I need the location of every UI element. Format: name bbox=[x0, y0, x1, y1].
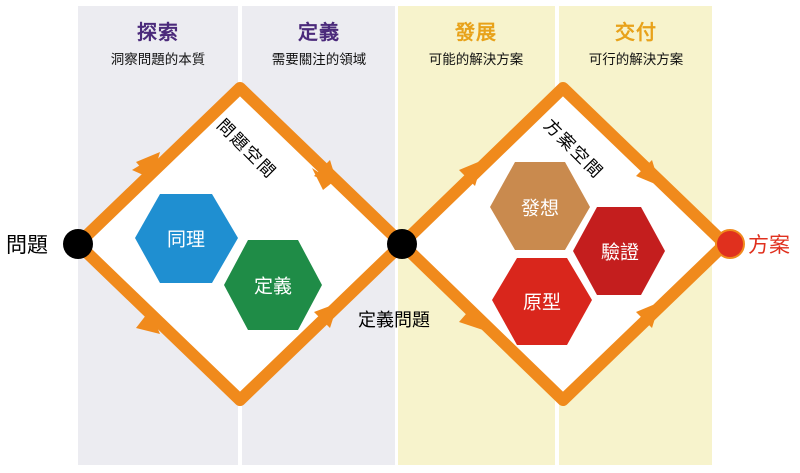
hexagon-label-ideate: 發想 bbox=[520, 197, 559, 220]
hexagon-label-define: 定義 bbox=[253, 275, 292, 298]
phase-title-define: 定義 bbox=[298, 20, 340, 44]
phase-subtitle-define: 需要關注的領域 bbox=[271, 52, 367, 68]
phase-subtitle-develop: 可能的解決方案 bbox=[428, 52, 524, 68]
end-node bbox=[715, 229, 745, 259]
hexagon-define bbox=[224, 240, 322, 330]
arrow-icon bbox=[314, 303, 338, 328]
end-label: 方案 bbox=[748, 233, 790, 257]
arrow-icon bbox=[636, 160, 660, 186]
arrow-icon bbox=[314, 160, 338, 186]
hexagon-test bbox=[573, 207, 665, 295]
hexagon-label-prototype: 原型 bbox=[522, 291, 561, 314]
arrow-icon bbox=[459, 160, 483, 186]
hexagon-ideate bbox=[490, 162, 590, 250]
phase-subtitle-deliver: 可行的解決方案 bbox=[588, 52, 684, 68]
start-label: 問題 bbox=[6, 233, 48, 257]
start-node bbox=[63, 229, 93, 259]
middle-node bbox=[387, 229, 417, 259]
arrow-icon bbox=[136, 310, 160, 334]
phase-title-develop: 發展 bbox=[455, 20, 497, 44]
phase-subtitle-explore: 洞察問題的本質 bbox=[110, 52, 206, 68]
hexagon-label-test: 驗證 bbox=[600, 241, 639, 264]
phase-title-deliver: 交付 bbox=[615, 20, 657, 44]
middle-label: 定義問題 bbox=[358, 310, 430, 331]
arrowheads bbox=[132, 152, 660, 334]
hexagon-empathize bbox=[135, 194, 238, 283]
phase-title-explore: 探索 bbox=[137, 20, 179, 44]
hexagon-label-empathize: 同理 bbox=[166, 228, 205, 251]
arrow-icon bbox=[459, 306, 483, 330]
hexagon-prototype bbox=[492, 258, 592, 345]
arrow-icon bbox=[136, 152, 160, 180]
arrow-icon bbox=[636, 302, 660, 328]
